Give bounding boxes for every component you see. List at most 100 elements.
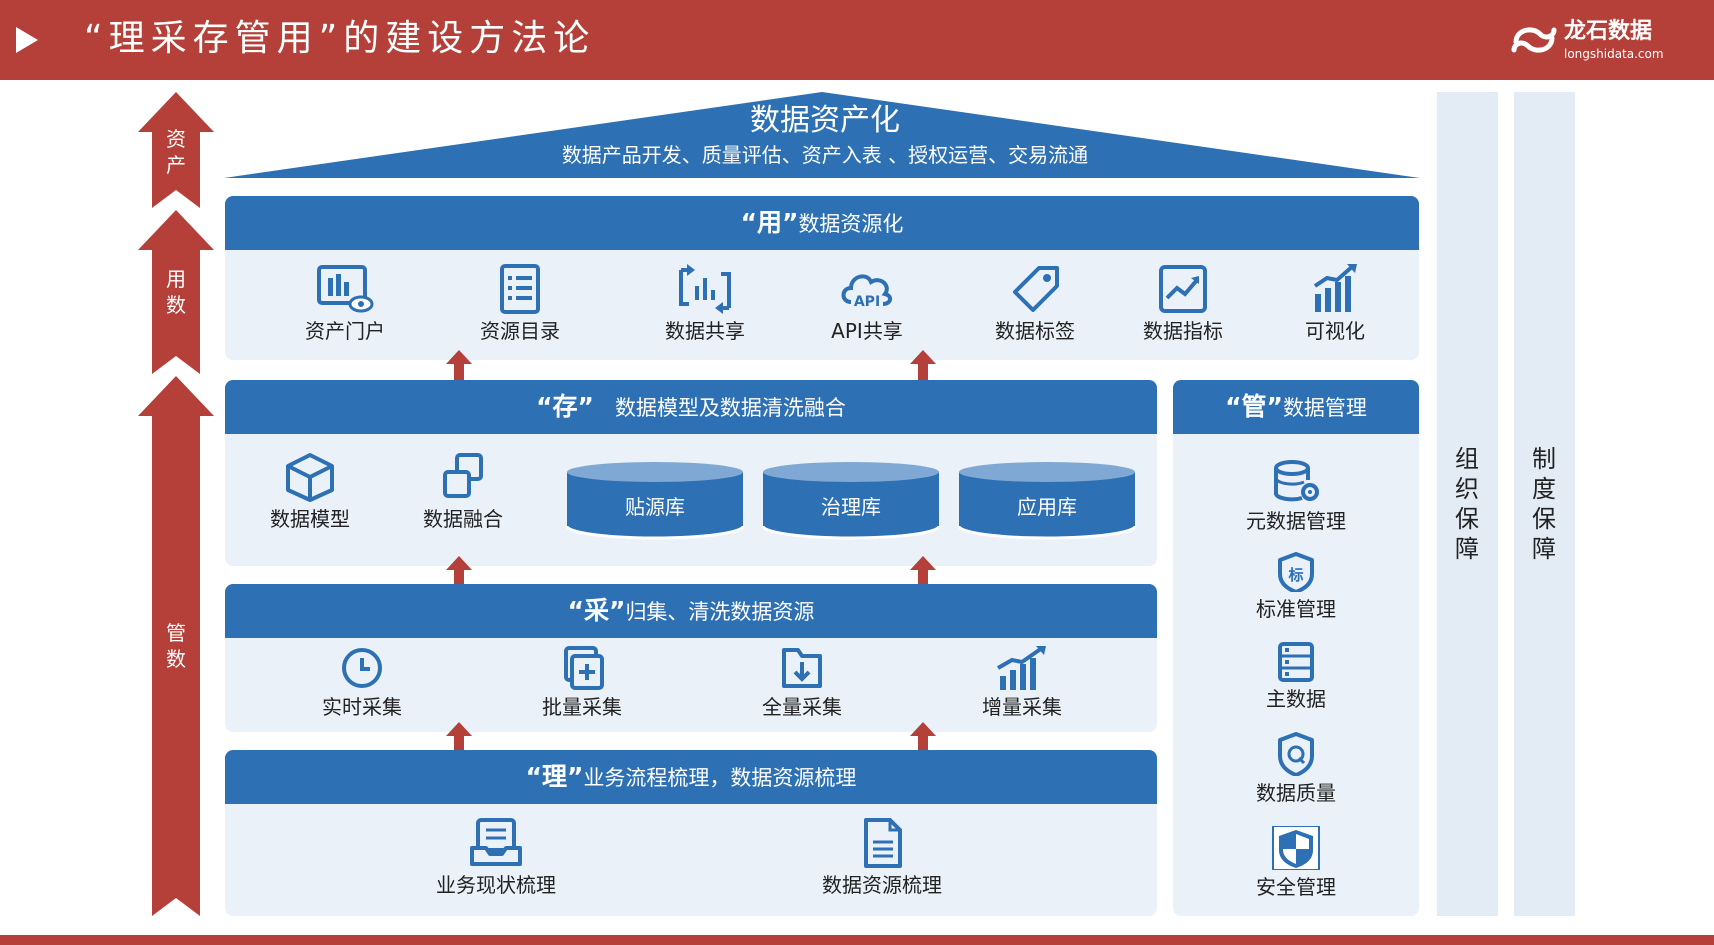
up-arrow-icon bbox=[910, 556, 936, 588]
arrow-use bbox=[138, 210, 214, 374]
roof-subtitle: 数据产品开发、质量评估、资产入表 、授权运营、交易流通 bbox=[561, 143, 1089, 167]
item-label: 数据质量 bbox=[1256, 781, 1336, 805]
item-data-indicator: 数据指标 bbox=[1113, 264, 1253, 344]
security-shield-icon bbox=[1272, 826, 1320, 870]
item-resource-catalog: 资源目录 bbox=[450, 264, 590, 344]
api-cloud-icon: API bbox=[841, 274, 892, 310]
pillar-system bbox=[1514, 92, 1575, 916]
pillar-organization bbox=[1437, 92, 1498, 916]
database-governance: 治理库 bbox=[761, 460, 941, 540]
item-label: 全量采集 bbox=[762, 695, 842, 719]
band-quote: “理” bbox=[525, 762, 584, 791]
band-cai: “采”归集、清洗数据资源 bbox=[225, 584, 1157, 638]
band-title: 归集、清洗数据资源 bbox=[625, 600, 815, 624]
logo-mark-icon bbox=[1511, 27, 1557, 53]
item-label: API共享 bbox=[831, 319, 903, 343]
database-label: 贴源库 bbox=[625, 495, 685, 519]
item-metadata-management: 元数据管理 bbox=[1226, 460, 1366, 534]
item-label: 数据资源梳理 bbox=[822, 873, 942, 897]
panel-cun: “存” 数据模型及数据清洗融合 数据模型 数据融合 贴源库 治理库 bbox=[225, 380, 1157, 566]
item-api-share: API API共享 bbox=[797, 264, 937, 344]
svg-text:API: API bbox=[854, 294, 880, 310]
item-label: 业务现状梳理 bbox=[436, 873, 556, 897]
band-title: 数据资源化 bbox=[798, 212, 904, 236]
band-quote: “管” bbox=[1225, 392, 1283, 421]
band-title: 数据模型及数据清洗融合 bbox=[614, 396, 846, 420]
item-incremental-collect: 增量采集 bbox=[952, 646, 1092, 720]
band-title: 数据管理 bbox=[1282, 396, 1367, 420]
pillar-label-organization: 组织保障 bbox=[1455, 445, 1479, 563]
tag-icon bbox=[1013, 266, 1059, 312]
band-quote: “用” bbox=[740, 208, 799, 237]
pillar-label-system: 制度保障 bbox=[1532, 445, 1556, 563]
item-batch-collect: 批量采集 bbox=[512, 646, 652, 720]
page-title: “理采存管用”的建设方法论 bbox=[84, 18, 596, 59]
panel-li: “理”业务流程梳理，数据资源梳理 业务现状梳理 数据资源梳理 bbox=[225, 750, 1157, 916]
roof-title: 数据资产化 bbox=[750, 103, 900, 138]
item-resource-review: 数据资源梳理 bbox=[802, 818, 962, 898]
arrow-label-manage: 管数 bbox=[166, 621, 186, 671]
item-security-management: 安全管理 bbox=[1226, 826, 1366, 900]
item-label: 数据融合 bbox=[423, 507, 503, 531]
up-arrow-icon bbox=[446, 722, 472, 754]
band-yong: “用”数据资源化 bbox=[225, 196, 1419, 250]
item-label: 资源目录 bbox=[480, 319, 560, 343]
database-source: 贴源库 bbox=[565, 460, 745, 540]
quality-shield-icon bbox=[1278, 732, 1314, 776]
item-data-quality: 数据质量 bbox=[1226, 732, 1366, 806]
growth-chart-icon bbox=[997, 646, 1046, 690]
panel-cai: “采”归集、清洗数据资源 实时采集 批量采集 全量采集 增量采集 bbox=[225, 584, 1157, 732]
play-icon bbox=[16, 27, 38, 53]
item-data-tag: 数据标签 bbox=[965, 264, 1105, 344]
item-standard-management: 标 标准管理 bbox=[1226, 552, 1366, 622]
company-logo: 龙石数据 longshidata.com bbox=[1510, 18, 1710, 64]
inbox-icon bbox=[470, 818, 522, 866]
item-visualization: 可视化 bbox=[1265, 264, 1405, 344]
item-label: 数据指标 bbox=[1143, 319, 1223, 343]
item-label: 批量采集 bbox=[542, 695, 622, 719]
band-title: 业务流程梳理，数据资源梳理 bbox=[583, 766, 857, 790]
item-master-data: 主数据 bbox=[1226, 642, 1366, 712]
standard-shield-icon: 标 bbox=[1278, 552, 1314, 592]
panel-guan: “管”数据管理 元数据管理 标 标准管理 主数据 数据质量 bbox=[1173, 380, 1419, 916]
folder-download-icon bbox=[782, 648, 822, 688]
item-asset-portal: 资产门户 bbox=[275, 264, 415, 344]
item-label: 实时采集 bbox=[322, 695, 402, 719]
up-arrow-icon bbox=[446, 556, 472, 588]
database-cylinder-icon bbox=[761, 462, 941, 540]
band-quote: “采” bbox=[567, 596, 626, 625]
database-cylinder-icon bbox=[565, 462, 745, 540]
item-label: 增量采集 bbox=[982, 695, 1062, 719]
item-label: 标准管理 bbox=[1256, 597, 1336, 621]
header-bar bbox=[0, 0, 1714, 80]
clock-icon bbox=[342, 648, 382, 688]
arrow-label-asset: 资产 bbox=[166, 127, 186, 177]
portal-icon bbox=[317, 265, 374, 313]
trend-chart-icon bbox=[1159, 265, 1207, 313]
item-label: 安全管理 bbox=[1256, 875, 1336, 899]
roof-triangle bbox=[224, 92, 1420, 178]
item-label: 数据模型 bbox=[270, 507, 350, 531]
item-label: 主数据 bbox=[1266, 687, 1326, 711]
batch-add-icon bbox=[564, 646, 604, 690]
item-data-fusion: 数据融合 bbox=[393, 452, 533, 532]
database-gear-icon bbox=[1274, 460, 1319, 502]
item-data-model: 数据模型 bbox=[240, 452, 380, 532]
database-cylinder-icon bbox=[957, 462, 1137, 540]
catalog-icon bbox=[500, 264, 540, 314]
server-icon bbox=[1278, 642, 1314, 682]
logo-name: 龙石数据 bbox=[1564, 19, 1653, 44]
band-guan: “管”数据管理 bbox=[1173, 380, 1419, 434]
arrow-manage bbox=[138, 376, 214, 916]
band-li: “理”业务流程梳理，数据资源梳理 bbox=[225, 750, 1157, 804]
band-quote: “存” bbox=[536, 392, 594, 421]
logo-url: longshidata.com bbox=[1564, 47, 1664, 61]
database-label: 应用库 bbox=[1017, 495, 1077, 519]
data-share-icon bbox=[679, 264, 731, 314]
up-arrow-icon bbox=[446, 350, 472, 382]
item-data-share: 数据共享 bbox=[635, 264, 775, 344]
arrow-asset bbox=[138, 92, 214, 208]
panel-yong: “用”数据资源化 资产门户 资源目录 数据共享 API API共 bbox=[225, 196, 1419, 360]
database-application: 应用库 bbox=[957, 460, 1137, 540]
item-label: 元数据管理 bbox=[1246, 509, 1346, 533]
